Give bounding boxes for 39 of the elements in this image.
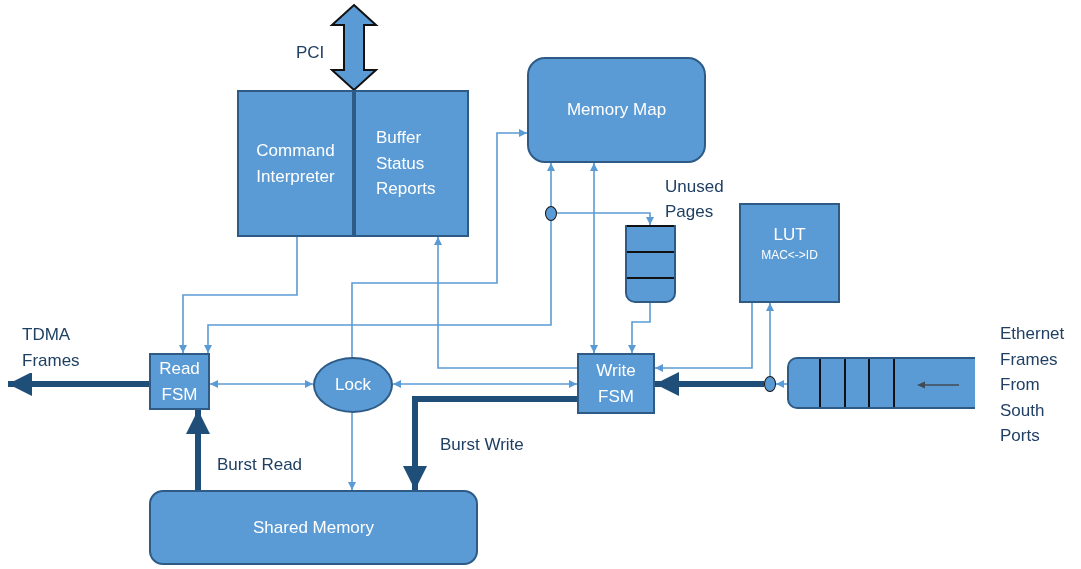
arrow (547, 162, 555, 207)
process-box (237, 90, 354, 237)
arrow (556, 212, 654, 226)
queue-label: Unused Pages (665, 176, 725, 223)
arrow (351, 129, 528, 358)
box-label: Lock (335, 374, 371, 397)
box-label: Write FSM (595, 360, 637, 408)
arrow (590, 162, 598, 354)
block-arrow (329, 3, 379, 92)
arrow (204, 220, 552, 354)
thick-arrow (403, 396, 577, 490)
process-box (149, 353, 210, 410)
box-label: LUT (773, 224, 806, 247)
junction-dot (764, 376, 776, 392)
box-label: Command Interpreter (255, 140, 336, 188)
arrow (348, 412, 356, 491)
process-box (354, 90, 469, 237)
junction-dot (545, 206, 557, 221)
arrow (628, 302, 651, 354)
box-sublabel: MAC<->ID (761, 247, 818, 264)
process-box (577, 353, 655, 414)
arrow (434, 236, 578, 369)
box-label: Memory Map (566, 99, 667, 122)
thick-arrow (186, 410, 210, 490)
side-label: Ethernet Frames From South Ports (1000, 323, 1066, 447)
arrow (179, 236, 298, 354)
thick-arrow (8, 372, 149, 396)
thick-arrow (655, 372, 764, 396)
box-label: Shared Memory (253, 516, 374, 539)
arrow (392, 380, 578, 388)
box-label: Read FSM (158, 358, 201, 406)
rounded-box (527, 57, 706, 163)
rounded-box (149, 490, 478, 565)
arrow (766, 302, 774, 377)
process-box (739, 203, 840, 303)
arrow (209, 380, 314, 388)
arrow (654, 302, 753, 372)
arrow (775, 380, 788, 388)
box-label: Buffer Status Reports (376, 127, 437, 201)
